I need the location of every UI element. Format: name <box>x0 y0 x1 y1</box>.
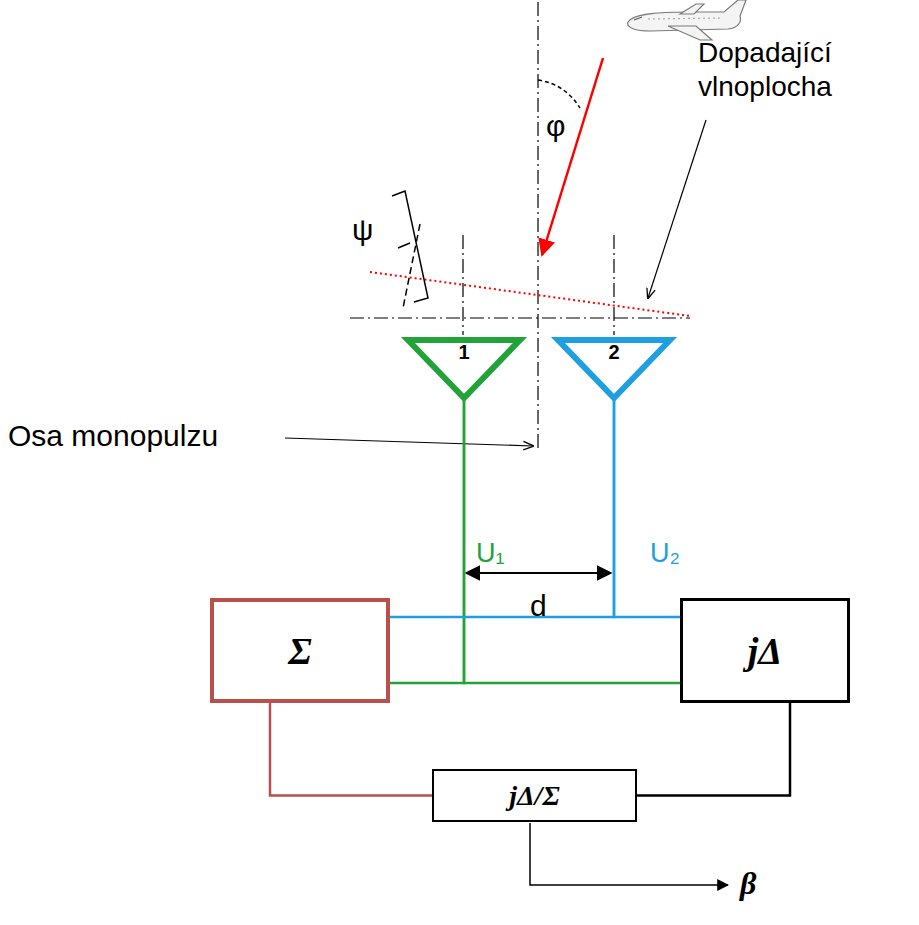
antenna-axis <box>462 235 463 335</box>
block-label: jΔ/Σ <box>509 780 559 812</box>
signal-wire <box>637 703 790 796</box>
block-label: jΔ <box>748 629 782 673</box>
path-difference-bracket <box>392 191 428 302</box>
signal-name: U₂ <box>650 537 680 569</box>
dimension-label: d <box>530 588 547 624</box>
antenna-axis <box>613 235 614 335</box>
ratio-block: jΔ/Σ <box>432 769 637 822</box>
angle-symbol: ψ <box>352 212 373 248</box>
signal-wire <box>390 398 614 617</box>
antenna-triangle: 2 <box>555 337 673 401</box>
wavefront-line <box>370 272 690 316</box>
output-symbol: β <box>740 864 756 902</box>
dimension-arrow <box>466 572 611 574</box>
incoming-ray <box>542 58 603 255</box>
leader-line <box>648 120 706 298</box>
angle-arc <box>538 80 580 108</box>
signal-wire <box>270 703 432 796</box>
block-label: 2 <box>608 341 619 364</box>
baseline <box>350 317 690 318</box>
signal-wire <box>390 398 464 683</box>
sum-block: Σ <box>210 598 390 703</box>
signal-wire <box>464 398 680 683</box>
path-difference-line <box>403 224 420 308</box>
airplane-icon <box>628 0 746 40</box>
monopulse-axis <box>537 2 538 450</box>
block-label: 1 <box>458 341 469 364</box>
antenna-triangle: 1 <box>405 337 523 401</box>
signal-wire <box>614 398 680 617</box>
antenna-outline <box>408 340 520 398</box>
callout-text: Dopadající vlnoplocha <box>698 36 898 103</box>
antenna-outline <box>558 340 670 398</box>
callout-text: Osa monopulzu <box>8 418 218 454</box>
difference-block: jΔ <box>680 598 850 703</box>
angle-symbol: φ <box>546 108 565 144</box>
leader-line <box>285 438 533 446</box>
signal-name: U₁ <box>476 537 505 569</box>
block-label: Σ <box>288 629 312 673</box>
output-arrow <box>530 823 728 885</box>
